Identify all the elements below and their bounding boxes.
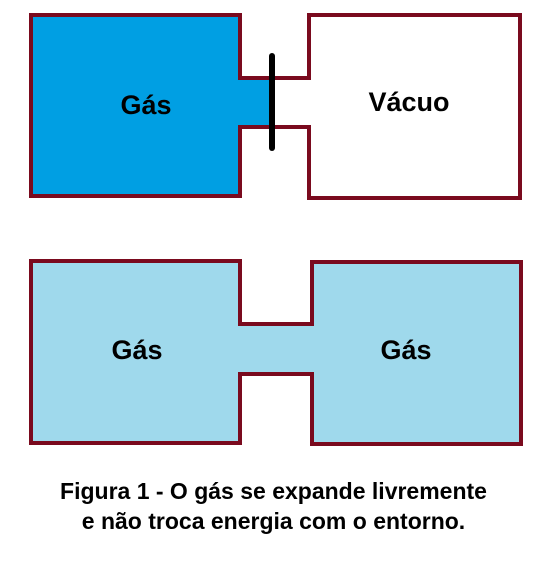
gas-label-initial: Gás xyxy=(120,90,171,120)
free-expansion-diagram: Gás Vácuo Gás Gás xyxy=(29,13,523,446)
initial-state-container: Gás Vácuo xyxy=(29,13,522,200)
gas-label-right-final: Gás xyxy=(380,335,431,365)
expanded-gas-chamber xyxy=(29,259,523,446)
final-state-container: Gás Gás xyxy=(29,259,523,446)
vacuum-chamber xyxy=(271,13,522,200)
figure-caption: Figura 1 - O gás se expande livremente e… xyxy=(0,476,547,536)
vacuum-label: Vácuo xyxy=(368,87,449,117)
caption-line-2: e não troca energia com o entorno. xyxy=(81,508,466,534)
gas-label-left-final: Gás xyxy=(111,335,162,365)
caption-line-1: Figura 1 - O gás se expande livremente xyxy=(60,478,487,504)
